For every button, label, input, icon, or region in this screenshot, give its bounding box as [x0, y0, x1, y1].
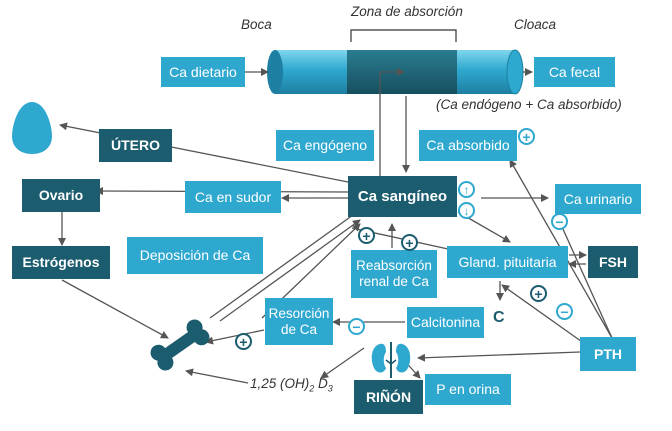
- plus-sign-pth-gland: +: [530, 285, 547, 302]
- kidneys-icon: [371, 342, 411, 378]
- ca-sanguineo-box: Ca sangíneo: [348, 176, 457, 217]
- fsh-box: FSH: [588, 246, 638, 278]
- plus-sign-absorbido: +: [518, 128, 535, 145]
- deposicion-box: Deposición de Ca: [127, 237, 263, 274]
- cloaca-label: Cloaca: [514, 17, 557, 32]
- absorption-zone-label: Zona de absorción: [351, 4, 463, 19]
- minus-sign-resorcion: −: [348, 318, 365, 335]
- connector-arrows: [58, 68, 613, 384]
- ovario-box: Ovario: [22, 179, 100, 212]
- ca-fecal-box: Ca fecal: [534, 57, 615, 87]
- ca-engogeno-box: Ca engógeno: [276, 130, 374, 161]
- absorption-zone-bracket: [350, 29, 457, 42]
- boca-label: Boca: [241, 17, 272, 32]
- calcitonina-box: Calcitonina: [407, 307, 484, 338]
- egg-icon: [12, 102, 52, 154]
- minus-sign-urinario: −: [551, 213, 568, 230]
- endogenous-absorbed-label: (Ca endógeno + Ca absorbido): [436, 97, 622, 112]
- ca-absorbido-box: Ca absorbido: [419, 130, 517, 161]
- down-arrow-sign: ↓: [458, 202, 475, 219]
- plus-sign-bone: +: [235, 333, 252, 350]
- reabsorcion-box: Reabsorción renal de Ca: [351, 250, 437, 298]
- pth-box: PTH: [580, 337, 636, 371]
- ca-urinario-box: Ca urinario: [555, 184, 641, 214]
- plus-sign-reabsorcion-left: +: [358, 227, 375, 244]
- gland-pituitaria-box: Gland. pituitaria: [447, 246, 568, 278]
- p-orina-box: P en orina: [425, 374, 511, 405]
- up-arrow-sign: ↑: [458, 181, 475, 198]
- resorcion-box: Resorción de Ca: [265, 298, 333, 345]
- vitamin-d-label: 1,25 (OH)2 D3: [250, 376, 333, 394]
- minus-sign-pth-gland: −: [556, 303, 573, 320]
- bone-icon: [150, 319, 210, 371]
- utero-box: ÚTERO: [99, 129, 172, 162]
- estrogenos-box: Estrógenos: [12, 246, 110, 279]
- ca-dietario-box: Ca dietario: [161, 57, 245, 87]
- plus-sign-reabsorcion-right: +: [401, 234, 418, 251]
- rinon-box: RIÑÓN: [354, 380, 423, 414]
- c-label: C: [493, 309, 505, 326]
- ca-sudor-box: Ca en sudor: [185, 181, 281, 213]
